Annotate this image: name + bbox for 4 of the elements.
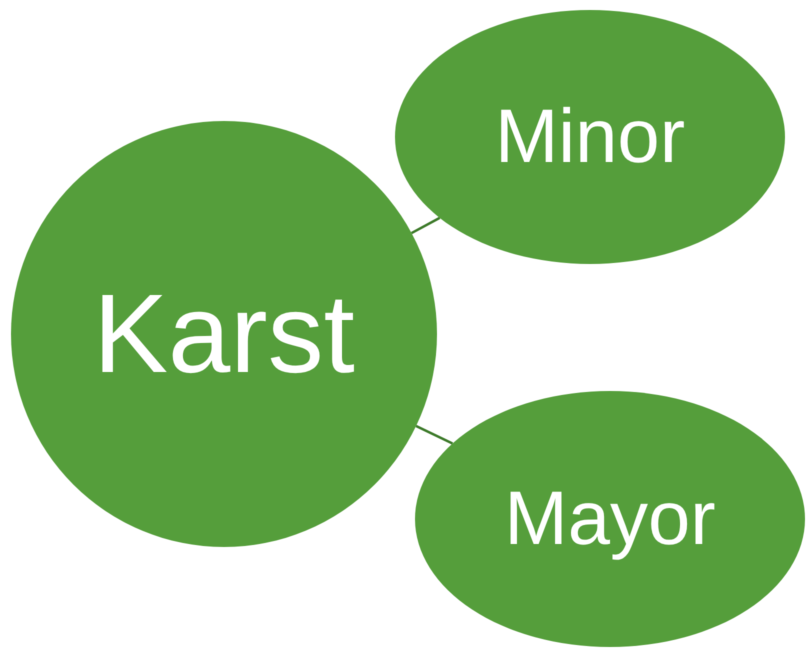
connector-line — [410, 216, 440, 234]
node-label: Karst — [93, 278, 355, 390]
node-label: Minor — [494, 99, 686, 175]
connector-line — [416, 424, 454, 445]
